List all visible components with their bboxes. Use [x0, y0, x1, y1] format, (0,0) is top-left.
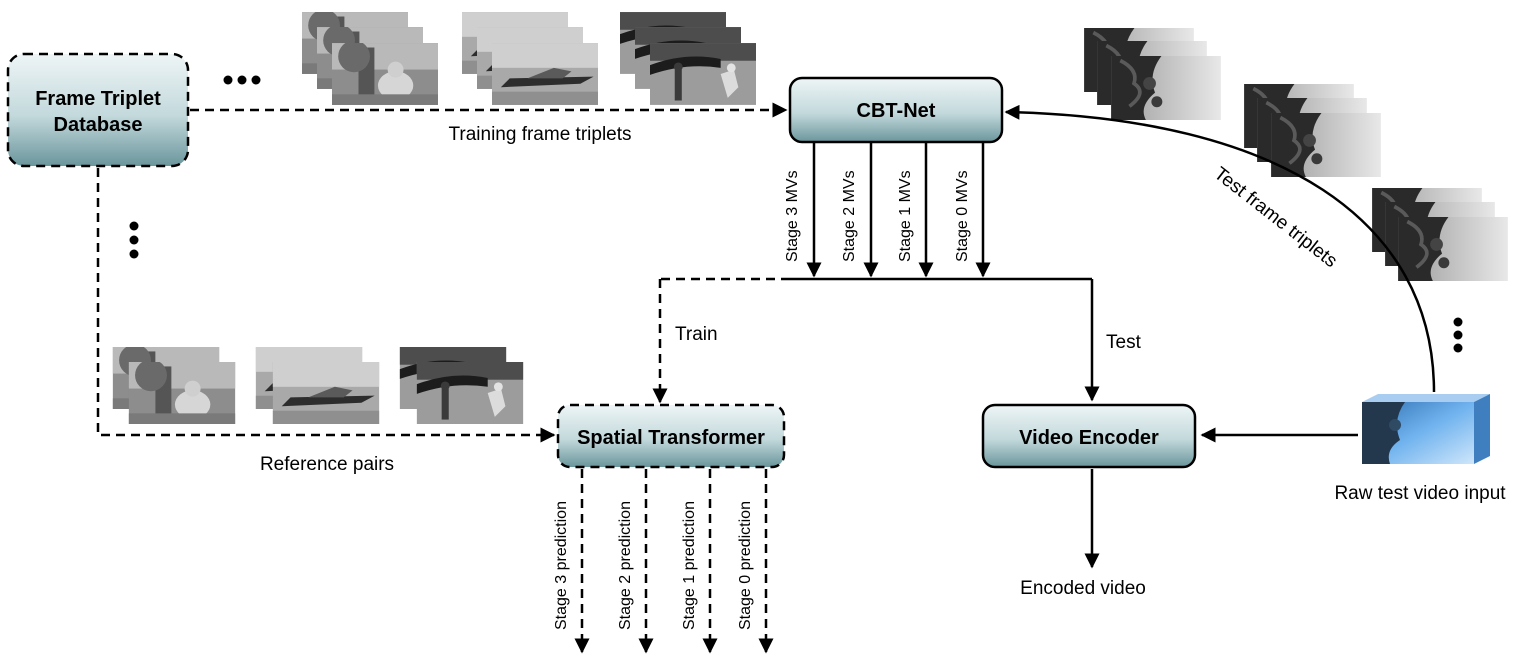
mv-label-stage3: Stage 3 MVs	[784, 170, 801, 262]
test-triplets-label: Test frame triplets	[1210, 163, 1341, 272]
raw-video-cube-icon	[1362, 394, 1490, 464]
prediction-label-stage1: Stage 1 prediction	[681, 501, 698, 630]
test-ellipsis-icon	[1453, 317, 1463, 353]
edge-test-triplets-to-cbtnet	[1004, 104, 1436, 393]
prediction-arrows	[574, 469, 774, 654]
reference-stack-soccer	[399, 347, 524, 424]
raw-input-label: Raw test video input	[1334, 483, 1506, 504]
reference-pairs-label: Reference pairs	[260, 454, 394, 475]
cbtnet-label: CBT-Net	[857, 100, 936, 122]
database-label-line1: Frame Triplet	[35, 88, 161, 110]
prediction-label-stage2: Stage 2 prediction	[617, 501, 634, 630]
test-label: Test	[1106, 332, 1142, 353]
prediction-label-stage0: Stage 0 prediction	[737, 501, 754, 630]
training-stack-forest	[302, 12, 438, 105]
encoded-video-label: Encoded video	[1020, 578, 1146, 599]
test-stack-3	[1372, 188, 1508, 281]
mv-label-stage2: Stage 2 MVs	[841, 170, 858, 262]
training-stack-boat	[462, 12, 598, 105]
mv-output-arrows	[806, 143, 991, 278]
video-encoder-label: Video Encoder	[1019, 427, 1159, 449]
reference-stack-forest	[112, 347, 236, 424]
spatial-transformer-node: Spatial Transformer	[556, 403, 786, 469]
horizontal-ellipsis-icon	[223, 75, 261, 85]
mv-label-stage0: Stage 0 MVs	[954, 170, 971, 262]
prediction-label-stage3: Stage 3 prediction	[553, 501, 570, 630]
edge-database-to-spatial-transformer	[96, 168, 556, 443]
frame-triplet-database-node: Frame Triplet Database	[6, 52, 190, 168]
training-triplets-label: Training frame triplets	[448, 124, 631, 145]
training-stack-soccer	[620, 12, 756, 105]
video-encoder-node: Video Encoder	[981, 403, 1197, 469]
test-stack-2	[1244, 84, 1381, 177]
cbtnet-node: CBT-Net	[788, 76, 1004, 144]
train-label: Train	[675, 324, 718, 345]
reference-stack-boat	[255, 347, 380, 424]
spatial-transformer-label: Spatial Transformer	[577, 427, 765, 449]
database-label-line2: Database	[54, 114, 143, 136]
vertical-ellipsis-icon	[129, 221, 139, 259]
test-stack-1	[1084, 28, 1221, 120]
mv-label-stage1: Stage 1 MVs	[897, 170, 914, 262]
